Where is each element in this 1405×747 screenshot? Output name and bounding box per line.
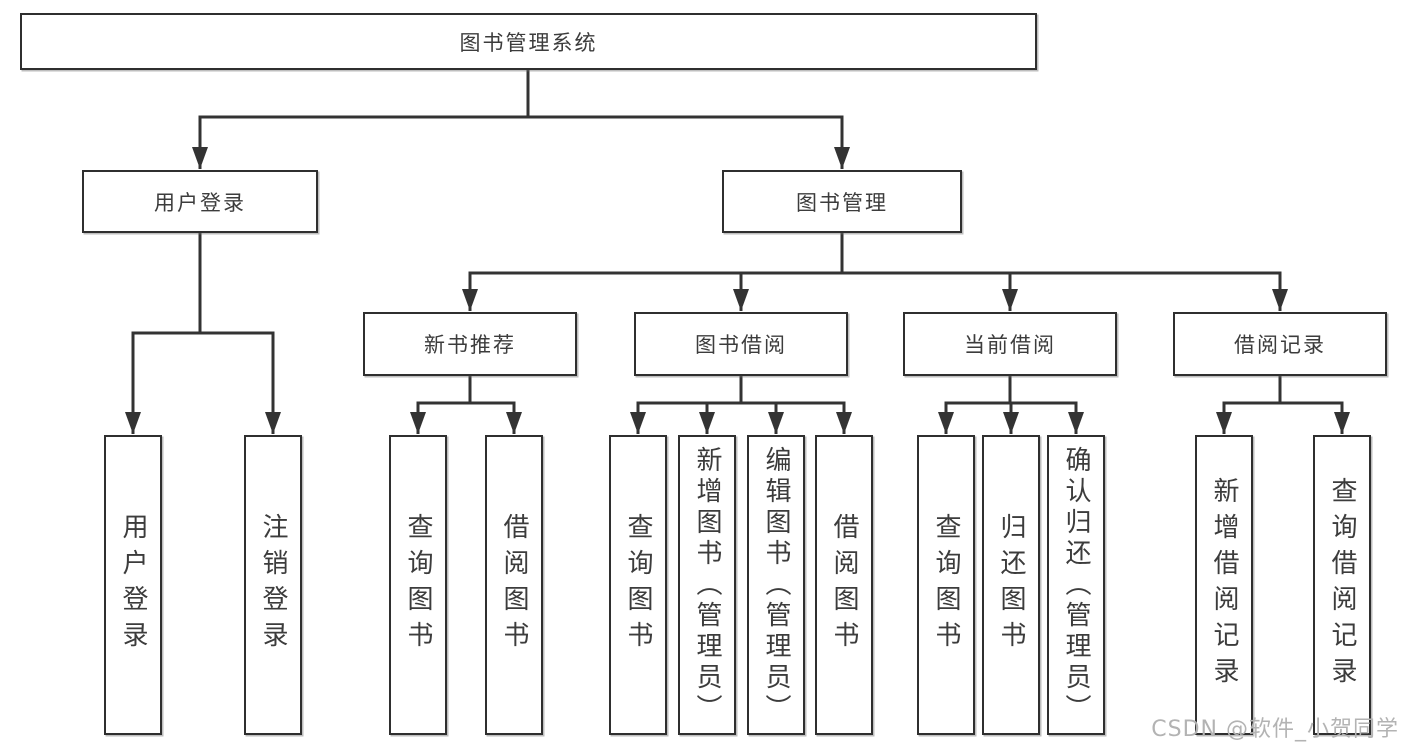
leaf-bb-query-books: 查询图书	[609, 435, 667, 735]
csdn-watermark: CSDN @软件_小贺同学	[1151, 717, 1399, 742]
connector-new-books-fork	[410, 376, 522, 434]
leaf-br-query-record: 查询借阅记录	[1313, 435, 1371, 735]
connector-user-login-fork	[125, 233, 281, 434]
leaf-bb-add-books: 新增图书（管理员）	[678, 435, 736, 735]
leaf-logout: 注销登录	[244, 435, 302, 735]
connector-current-borrow-fork	[938, 376, 1084, 434]
connector-borrow-records-fork	[1216, 376, 1350, 434]
node-book-borrow-label: 图书借阅	[695, 333, 787, 357]
leaf-cb-confirm-return: 确认归还（管理员）	[1047, 435, 1105, 735]
node-book-mgmt-label: 图书管理	[796, 190, 888, 215]
leaf-bb-edit-books: 编辑图书（管理员）	[747, 435, 805, 735]
leaf-bb-borrow-books: 借阅图书	[815, 435, 873, 735]
node-current-borrow: 当前借阅	[903, 312, 1117, 376]
node-book-borrow: 图书借阅	[634, 312, 848, 376]
leaf-nb-borrow-books: 借阅图书	[485, 435, 543, 735]
leaf-cb-query-books: 查询图书	[917, 435, 975, 735]
connector-root-to-level2	[192, 70, 850, 169]
node-borrow-records-label: 借阅记录	[1234, 333, 1326, 357]
leaf-cb-return-books: 归还图书	[982, 435, 1040, 735]
node-book-mgmt: 图书管理	[722, 170, 962, 233]
node-user-login-label: 用户登录	[154, 190, 246, 215]
leaf-br-add-record: 新增借阅记录	[1195, 435, 1253, 735]
leaf-user-login: 用户登录	[104, 435, 162, 735]
node-borrow-records: 借阅记录	[1173, 312, 1387, 376]
node-new-books-label: 新书推荐	[424, 333, 516, 357]
connector-book-mgmt-fork	[462, 233, 1288, 311]
node-user-login: 用户登录	[82, 170, 318, 233]
leaf-nb-query-books: 查询图书	[389, 435, 447, 735]
node-current-borrow-label: 当前借阅	[964, 333, 1056, 357]
node-root: 图书管理系统	[20, 13, 1037, 70]
connector-book-borrow-fork	[630, 376, 852, 434]
node-root-label: 图书管理系统	[459, 30, 598, 55]
node-new-books: 新书推荐	[363, 312, 577, 376]
